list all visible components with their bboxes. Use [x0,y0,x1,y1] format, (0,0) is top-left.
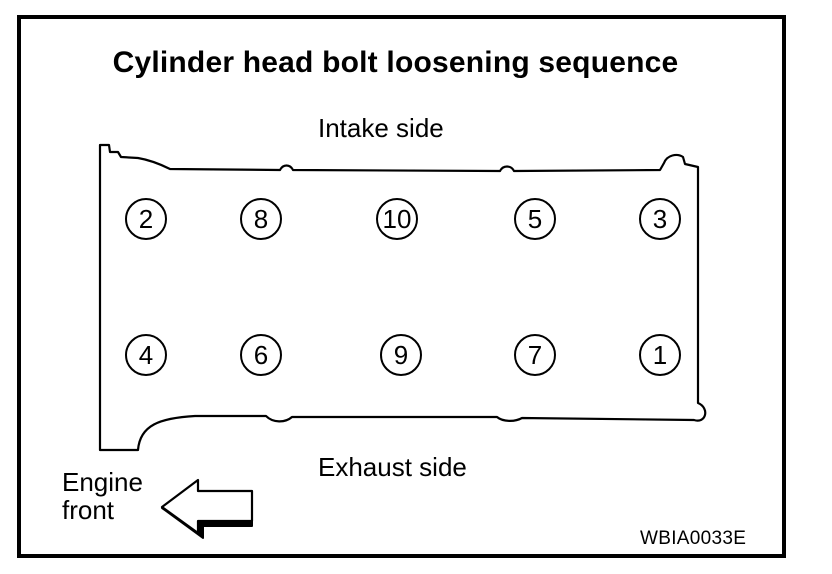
bolt-number: 6 [254,340,268,370]
bolt-bottom-3: 9 [380,334,422,376]
bolt-bottom-1: 4 [125,334,167,376]
bolt-number: 4 [139,340,153,370]
bolt-number: 7 [528,340,542,370]
engine-front-line2: front [62,495,115,525]
bolt-top-5: 3 [639,198,681,240]
bolt-number: 1 [653,340,667,370]
bolt-bottom-4: 7 [514,334,556,376]
left-arrow-icon [160,478,254,539]
bolt-top-3: 10 [376,198,418,240]
bolt-number: 5 [528,204,542,234]
exhaust-side-label: Exhaust side [318,452,467,482]
bolt-top-4: 5 [514,198,556,240]
bolt-number: 3 [653,204,667,234]
bolt-number: 8 [254,204,268,234]
engine-front-label: Engine front [62,468,143,524]
figure-code: WBIA0033E [640,528,747,549]
bolt-bottom-5: 1 [639,334,681,376]
intake-side-label: Intake side [318,113,444,143]
bolt-number: 10 [383,204,412,234]
bolt-bottom-2: 6 [240,334,282,376]
bolt-top-1: 2 [125,198,167,240]
bolt-number: 2 [139,204,153,234]
bolt-number: 9 [394,340,408,370]
engine-front-line1: Engine [62,467,143,497]
diagram-title: Cylinder head bolt loosening sequence [112,46,679,79]
cylinder-head-outline [98,143,707,452]
bolt-top-2: 8 [240,198,282,240]
figure-frame [17,15,786,558]
